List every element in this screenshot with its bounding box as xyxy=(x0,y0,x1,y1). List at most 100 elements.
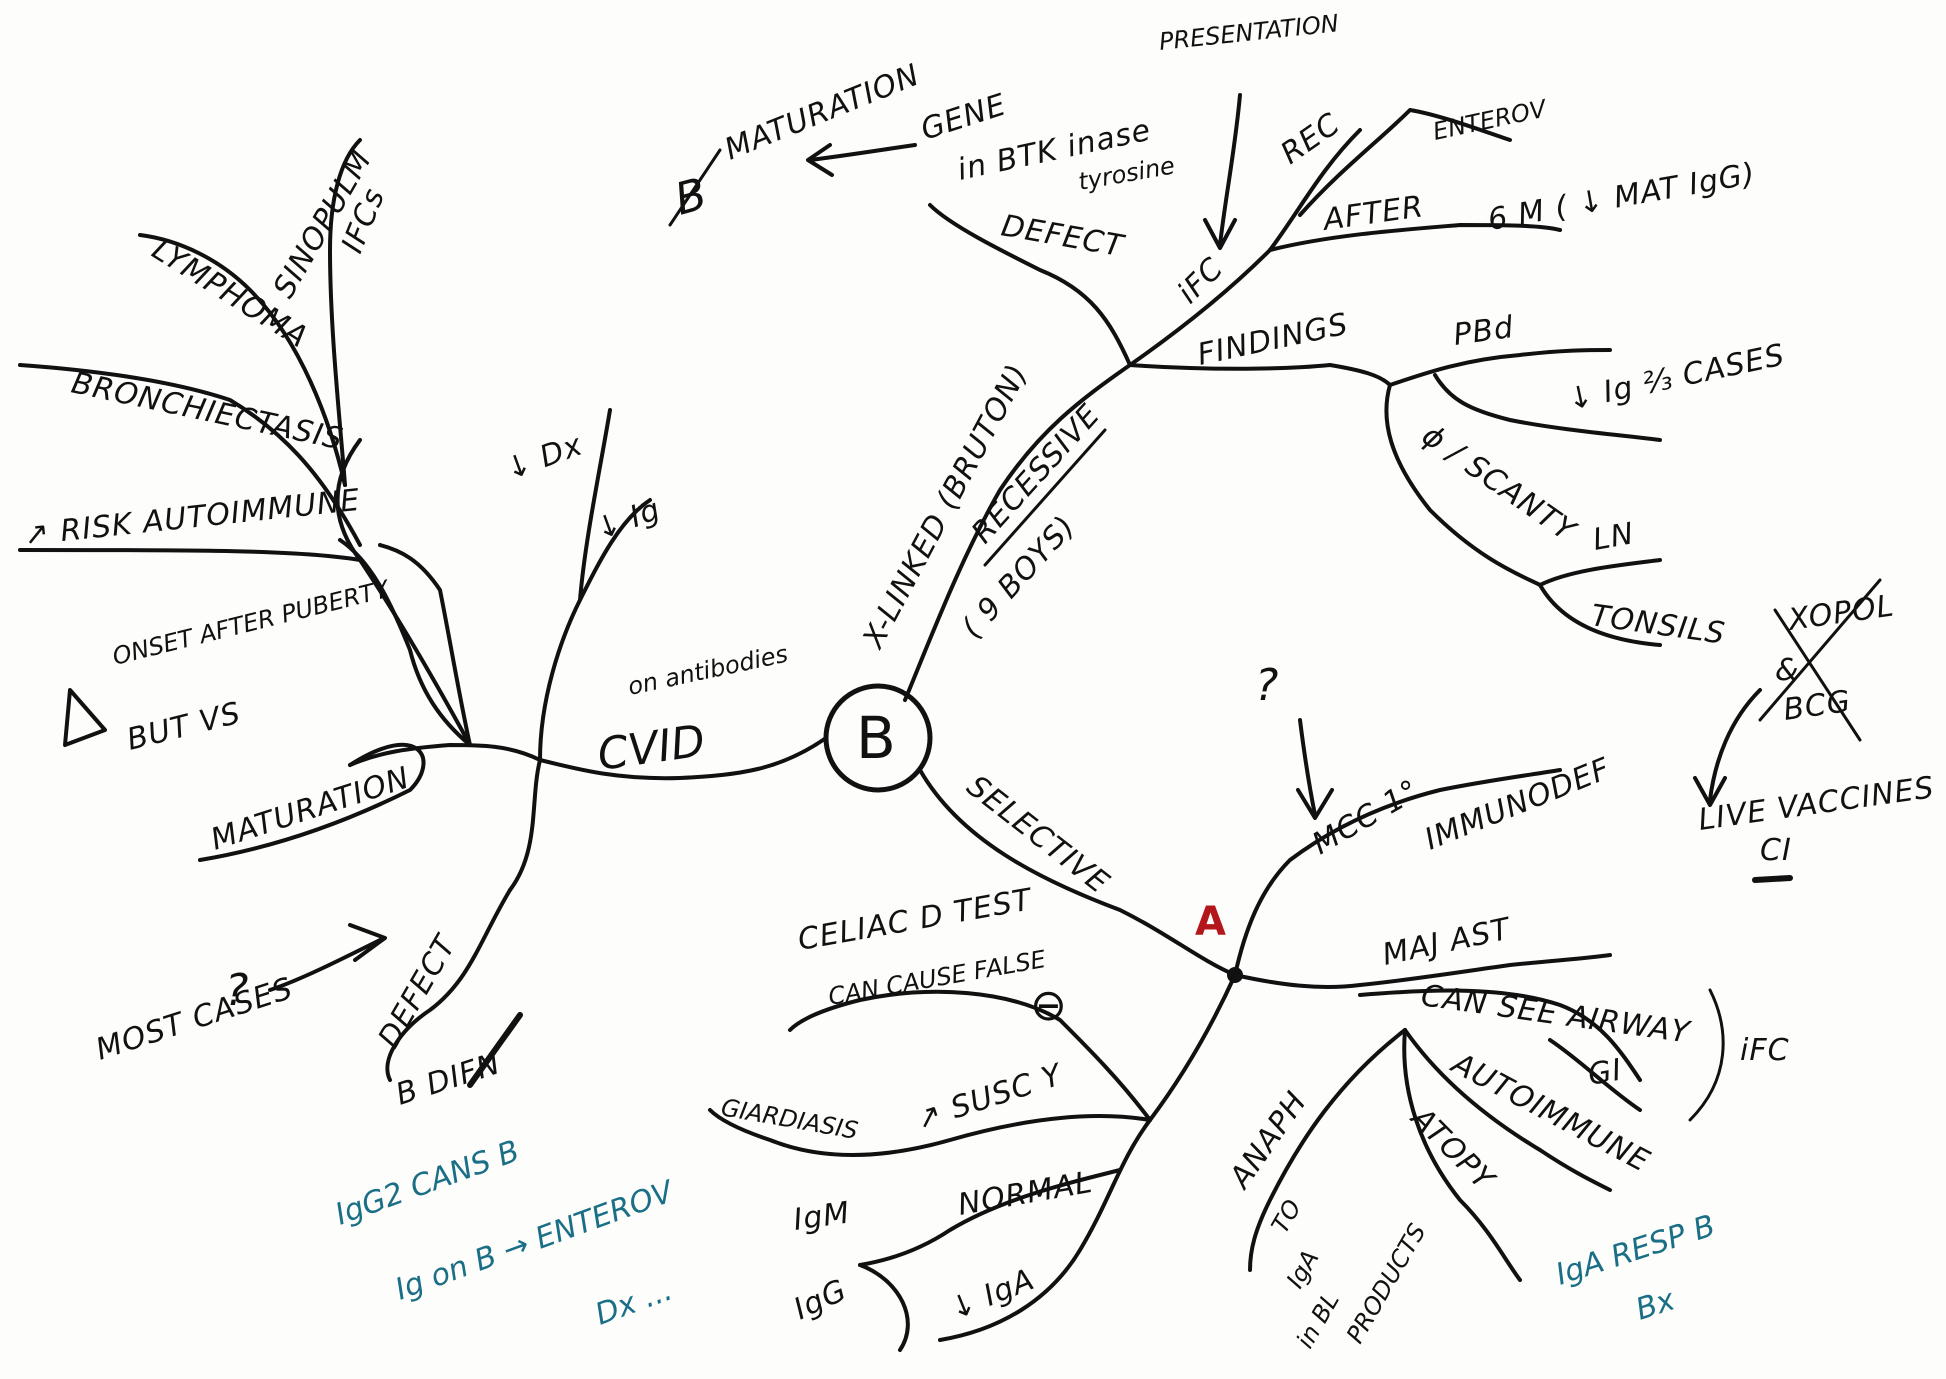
xlinked-main-branch xyxy=(903,363,1132,702)
iga-note-line-2: Bx xyxy=(1632,1282,1680,1327)
branch-pbd xyxy=(1388,348,1612,387)
branch-celiac xyxy=(788,989,1152,1122)
branch-tonsils xyxy=(1538,583,1662,647)
center-node-label: B xyxy=(856,704,896,772)
onset-triangle-icon xyxy=(63,688,107,747)
risk-autoimmune-label: ↗ RISK AUTOIMMUNE xyxy=(22,483,362,553)
cvid-note-line-1: IgG2 CANS B xyxy=(331,1134,524,1233)
cvid-sup-label: on antibodies xyxy=(625,640,790,701)
susc-label: ↗ SUSC Y xyxy=(912,1057,1069,1138)
branch-findings xyxy=(1128,363,1392,387)
presentation-arrow xyxy=(1218,93,1242,247)
live-vaccines-label: LIVE VACCINES xyxy=(1696,770,1936,838)
mcc-arrow-head-icon xyxy=(1296,788,1334,820)
cvid-note-line-3: Dx ... xyxy=(591,1273,677,1333)
branch-gene-defect xyxy=(928,203,1132,367)
immunodef-label: IMMUNODEF xyxy=(1420,751,1616,857)
branch-autoimmune xyxy=(1403,1028,1612,1192)
branch-atopy xyxy=(1402,1028,1522,1282)
maturation-arrow-head-icon xyxy=(806,143,834,177)
branch-ln xyxy=(1538,558,1662,587)
ifc-bracket xyxy=(1688,988,1725,1122)
normal-label: NORMAL xyxy=(955,1165,1095,1223)
to-iga-line-3: in BL xyxy=(1291,1288,1345,1353)
b-crossed-strike xyxy=(668,148,722,227)
branch-mcc xyxy=(1233,768,1562,977)
branch-rec xyxy=(1298,108,1512,217)
mcc-label: MCC 1° xyxy=(1307,773,1426,862)
selective-main-branch xyxy=(918,768,1237,977)
branch-onset xyxy=(378,543,472,747)
xl-ifc-label: iFC xyxy=(1171,251,1231,311)
ci-label: CI xyxy=(1760,833,1792,868)
maturation-label: MATURATION xyxy=(207,760,415,857)
cvid-hub-lower xyxy=(508,758,542,892)
anaph-label: ANAPH xyxy=(1222,1085,1314,1196)
cvid-hub-upper xyxy=(348,743,542,767)
pbd-label: PBd xyxy=(1451,310,1516,353)
branch-lymphoma xyxy=(138,233,347,487)
onset-label: ONSET AFTER PUBERTY xyxy=(110,574,394,670)
cvid-label: CVID xyxy=(594,715,708,780)
branch-maj-ast xyxy=(1233,953,1612,989)
igm-label: IgM xyxy=(791,1195,852,1238)
ci-underline xyxy=(1752,875,1793,883)
gene-defect-label: DEFECT xyxy=(999,208,1128,264)
ln-label: LN xyxy=(1590,516,1637,558)
branch-maturation-underline xyxy=(198,742,426,862)
presentation-arrow-head-icon xyxy=(1203,218,1237,250)
false-neg-symbol: ⊖ xyxy=(1030,980,1067,1031)
but-vs-label: BUT VS xyxy=(123,696,244,758)
dx-label: ↓ Dx xyxy=(501,427,588,487)
branch-risk-underline xyxy=(335,438,362,562)
gi-label: GI xyxy=(1585,1052,1625,1092)
igg-label: IgG xyxy=(789,1273,853,1328)
iga-note-line-1: IgA RESP B xyxy=(1552,1208,1720,1292)
branch-risk-autoimmune xyxy=(18,548,472,747)
presentation-label: PRESENTATION xyxy=(1158,9,1340,56)
most-cases-label: MOST CASES xyxy=(92,971,298,1068)
gene-label: GENE xyxy=(917,87,1011,147)
defect-arrow-head-icon xyxy=(348,923,387,962)
branch-dx xyxy=(578,408,612,602)
vaccine-strike-line-2 xyxy=(1773,608,1862,742)
branch-defect-arrow-line xyxy=(268,938,382,992)
branch-dx-ig xyxy=(538,498,652,762)
branch-ig-cases xyxy=(1433,373,1662,442)
branch-gi xyxy=(1548,1038,1642,1112)
branch-can-see xyxy=(1358,988,1642,1082)
vaccine-arrow xyxy=(1708,688,1762,802)
to-iga-line-2: IgA xyxy=(1281,1245,1325,1293)
mcc-qmark: ? xyxy=(1255,660,1278,711)
most-cases-qmark: ? xyxy=(225,965,248,1016)
branch-bronchiectasis xyxy=(18,363,362,547)
giardiasis-label: GIARDIASIS xyxy=(719,1093,860,1145)
maj-ast-label: MAJ AST xyxy=(1379,911,1515,973)
can-see-label: CAN SEE AIRWAY xyxy=(1419,978,1694,1051)
findings-label: FINDINGS xyxy=(1194,307,1351,373)
branch-anaph xyxy=(1248,1028,1407,1272)
rec-label: REC xyxy=(1275,106,1347,171)
branch-after xyxy=(1268,223,1562,252)
selective-iga-letter: A xyxy=(1195,899,1226,945)
maturation-arrow-line xyxy=(808,143,917,162)
branch-sinopulm xyxy=(328,138,362,487)
six-m-label: 6 M ( ↓ MAT IgG) xyxy=(1485,156,1758,238)
cvid-main-branch xyxy=(538,736,828,781)
vaccine-strike-line-1 xyxy=(1758,578,1882,722)
bcg-label: BCG xyxy=(1781,684,1853,728)
branch-igg xyxy=(858,1263,910,1352)
vaccine-arrow-head-icon xyxy=(1693,776,1727,807)
absent-label: ɸ / SCANTY xyxy=(1415,418,1583,550)
xopol-label: XOPOL xyxy=(1784,588,1896,638)
branch-giardiasis xyxy=(708,1108,1152,1157)
to-iga-line-1: TO xyxy=(1266,1195,1307,1238)
branch-defect xyxy=(385,888,512,1082)
branch-selective-lower xyxy=(938,973,1237,1342)
and-label: & xyxy=(1775,653,1799,688)
enterov-label: ENTEROV xyxy=(1430,94,1550,146)
sel-ifc-label: iFC xyxy=(1740,1033,1790,1068)
ig-label: ↓ Ig xyxy=(591,492,666,548)
